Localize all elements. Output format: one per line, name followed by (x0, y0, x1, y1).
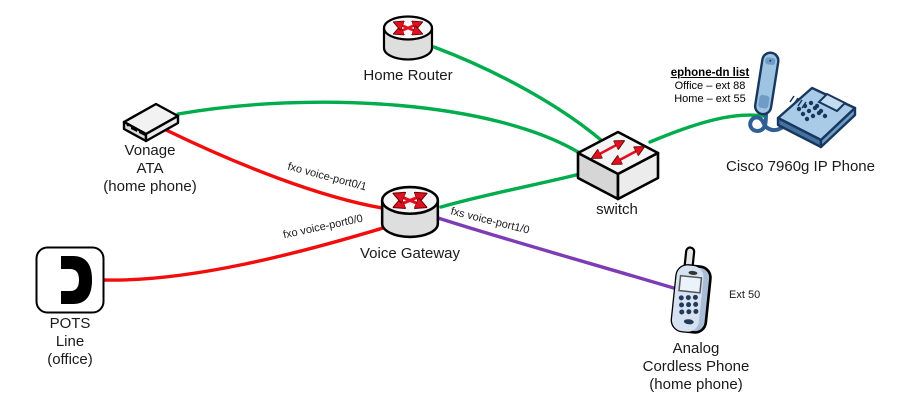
link-vonage-ata-to-switch (176, 100, 585, 157)
pots-line-label-line1: POTS (49, 315, 91, 332)
cordless-phone-label-line3: (home phone) (649, 376, 743, 393)
ephone-dn-entry-home: Home – ext 55 (674, 93, 746, 105)
link-voice-gateway-to-cordless-fxs10 (436, 216, 679, 291)
link-voice-gateway-to-switch (439, 170, 590, 209)
ephone-dn-list-annotation: ephone-dn list Office – ext 88 Home – ex… (648, 67, 772, 106)
cisco-ip-phone-label: Cisco 7960g IP Phone (726, 158, 875, 175)
link-pots-to-voice-gateway-fxo00 (102, 226, 385, 282)
home-router-label: Home Router (363, 67, 453, 84)
switch-label: switch (596, 201, 638, 218)
pots-line-label: POTS Line (office) (10, 315, 130, 369)
voice-gateway-label: Voice Gateway (359, 245, 461, 262)
link-home-router-to-switch (432, 45, 603, 142)
vonage-ata-icon (118, 96, 182, 146)
voice-gateway-icon (379, 183, 441, 241)
cordless-phone-label-line1: Analog (672, 340, 720, 357)
pots-line-label-line2: Line (55, 333, 85, 350)
cordless-phone-label-line2: Cordless Phone (642, 358, 750, 375)
pots-line-label-line3: (office) (47, 351, 93, 368)
cisco-ip-phone-icon (745, 45, 860, 150)
cordless-phone-ext-label: Ext 50 (729, 289, 761, 301)
pots-line-icon (35, 246, 105, 314)
link-switch-to-ip-phone (648, 113, 765, 144)
home-router-icon (382, 13, 434, 63)
cordless-phone-label: Analog Cordless Phone (home phone) (636, 340, 756, 394)
vonage-ata-label-line2: ATA (136, 160, 164, 177)
vonage-ata-label-line1: Vonage (124, 142, 176, 159)
switch-icon (576, 130, 660, 202)
ephone-dn-list-title: ephone-dn list (670, 67, 750, 79)
vonage-ata-label: Vonage ATA (home phone) (90, 142, 210, 196)
vonage-ata-label-line3: (home phone) (103, 178, 197, 195)
cordless-phone-icon (666, 246, 718, 338)
ephone-dn-entry-office: Office – ext 88 (674, 80, 746, 92)
link-vonage-ata-to-voice-gateway-fxo01 (162, 127, 384, 210)
